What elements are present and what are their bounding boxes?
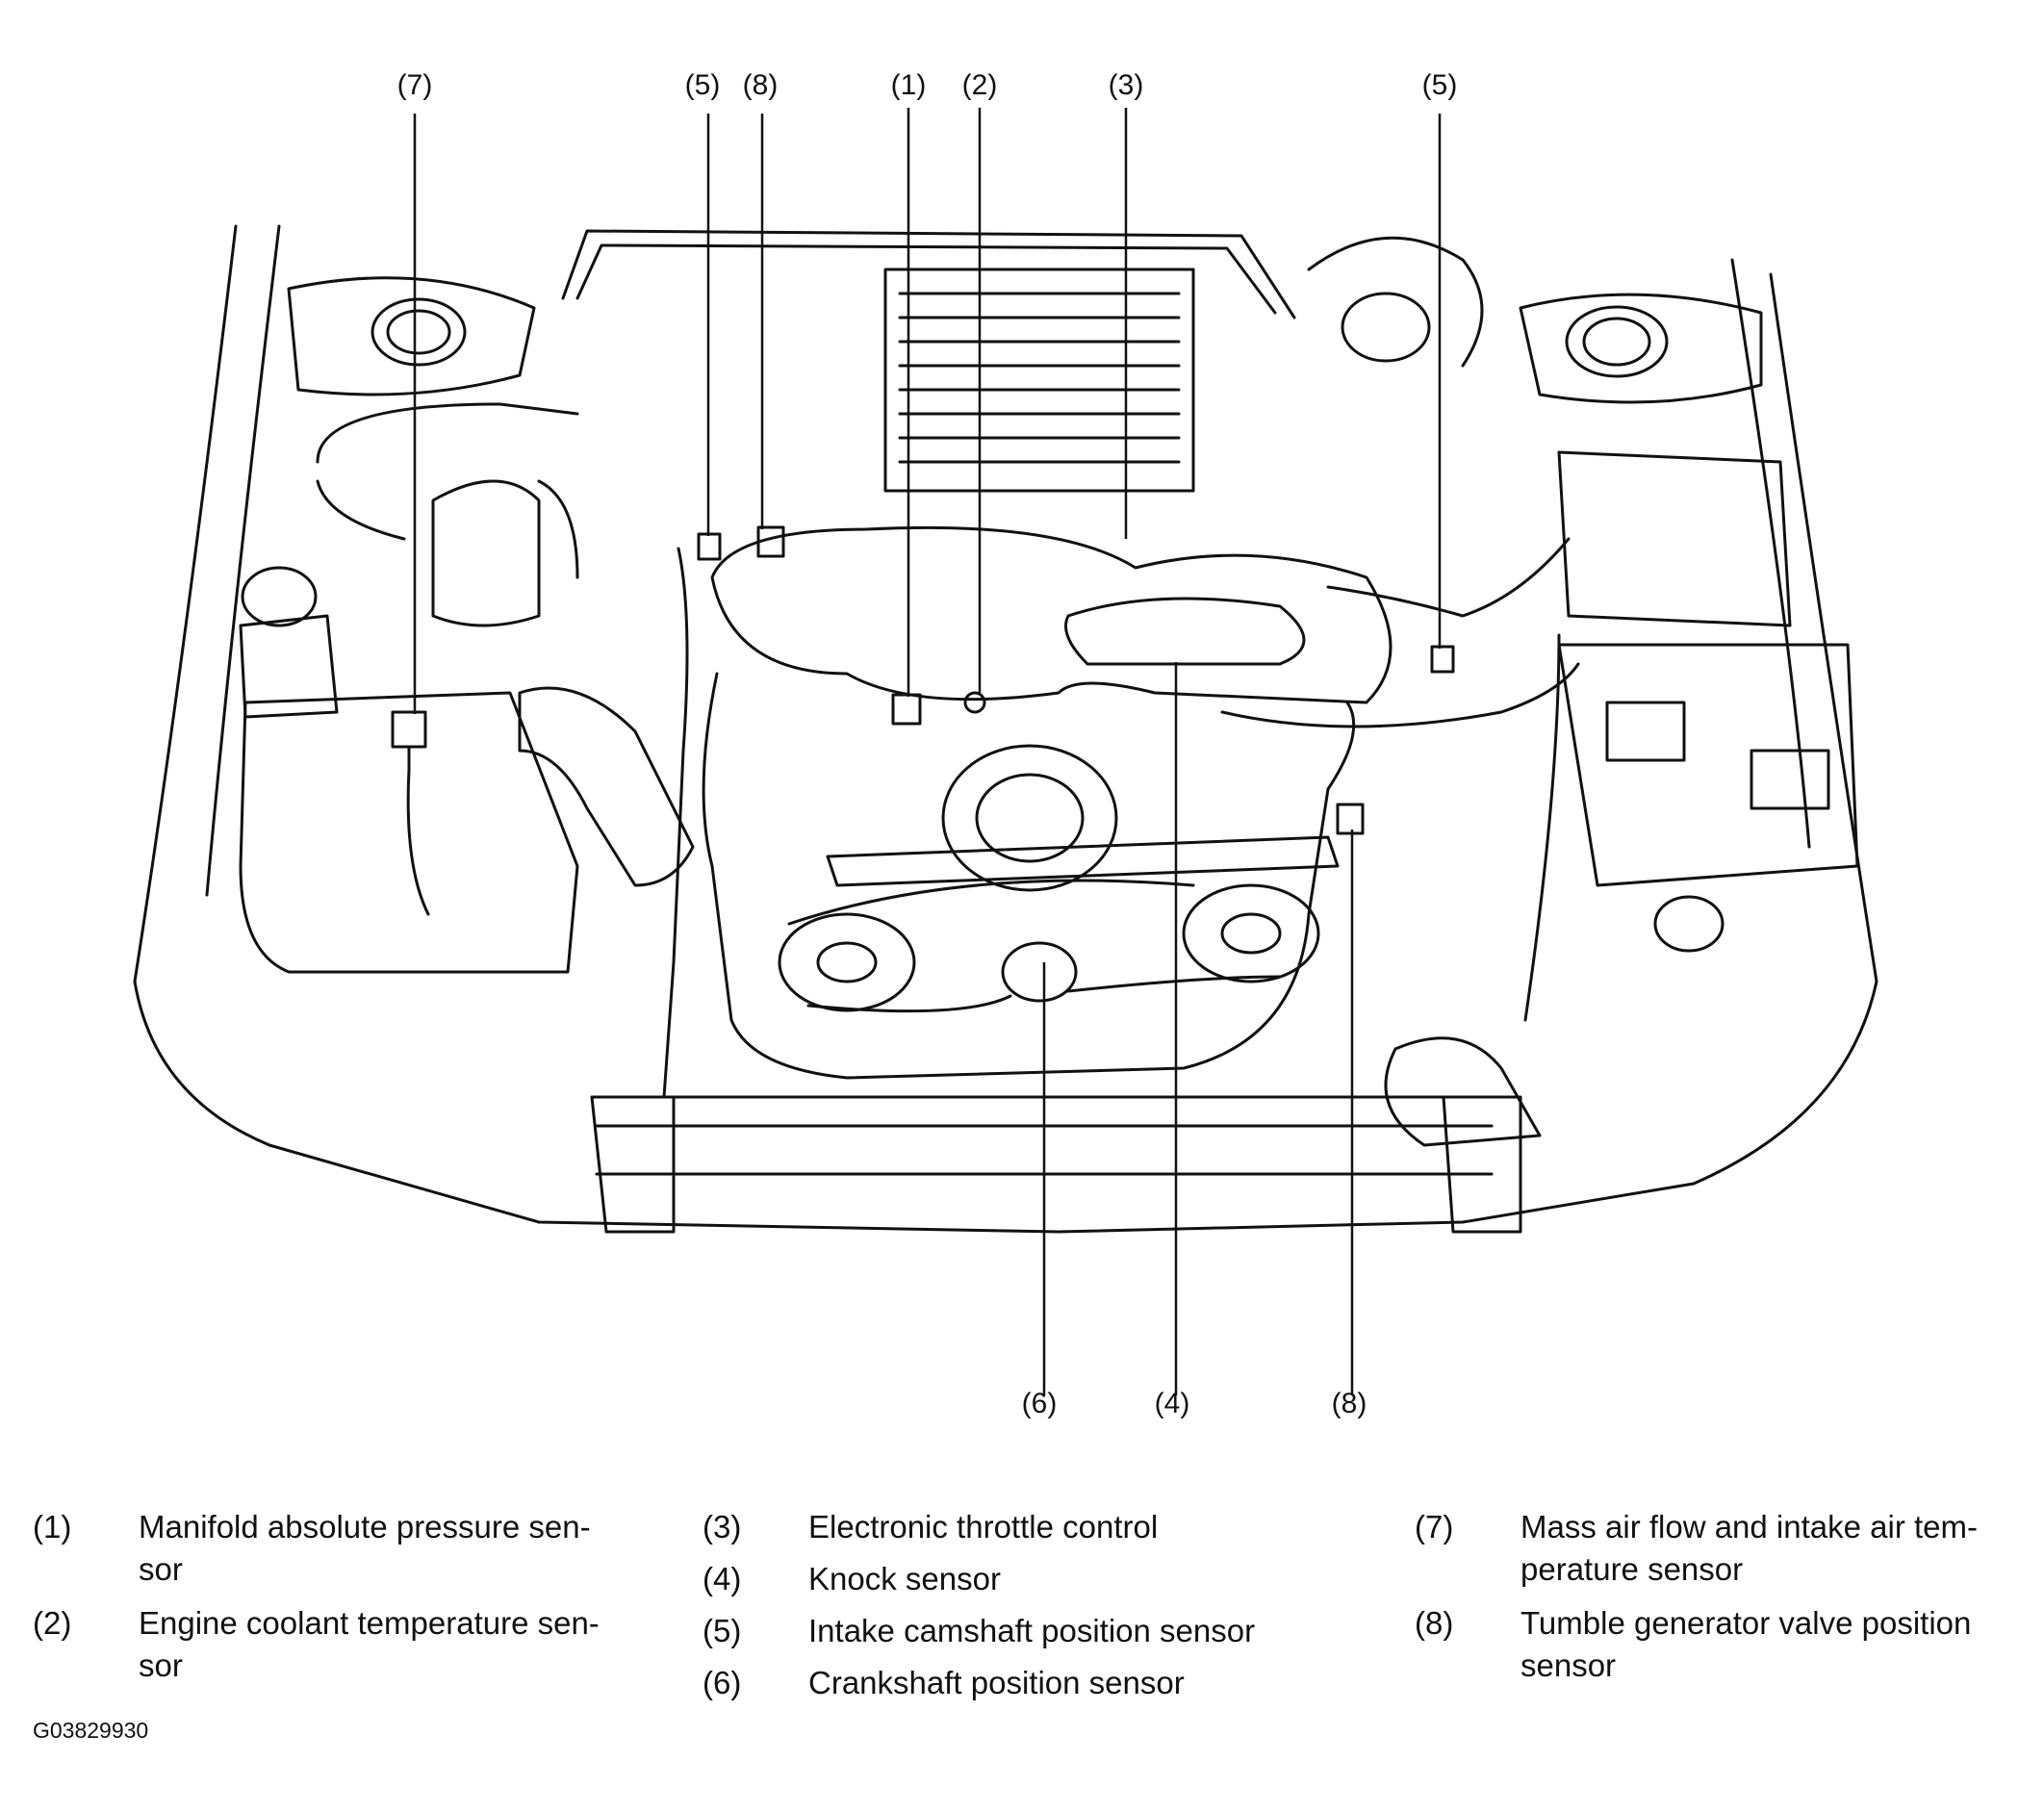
callout-6-bottom: (6) — [1021, 1388, 1058, 1419]
wiring-harness — [1220, 662, 1580, 728]
legend-column-3: (7) Mass air flow and intake air tem- pe… — [1415, 1506, 2040, 1698]
legend-item-3: (3) Electronic throttle control — [703, 1506, 1357, 1548]
battery-left-area — [239, 614, 339, 719]
crank-pulley — [1001, 941, 1078, 1003]
engine-block — [702, 672, 1356, 1080]
left-long-hose — [662, 547, 689, 1099]
power-steering-cap — [1653, 895, 1725, 953]
callout-8-bottom: (8) — [1331, 1388, 1367, 1419]
legend-text: Crankshaft position sensor — [808, 1665, 1185, 1700]
legend-text: Knock sensor — [808, 1561, 1001, 1596]
legend-item-2: (2) Engine coolant temperature sen- sor — [33, 1602, 649, 1687]
figure-id: G03829930 — [33, 1718, 149, 1743]
left-strut-cap — [370, 297, 467, 367]
left-hoses — [316, 402, 579, 579]
legend-item-5: (5) Intake camshaft position sensor — [703, 1610, 1357, 1652]
callout-7-top: (7) — [396, 69, 433, 101]
idler-pulley-left — [778, 912, 916, 1012]
intake-manifold — [710, 525, 1392, 704]
relay-box — [1557, 450, 1792, 627]
right-lower-bracket — [1384, 1036, 1542, 1147]
front-bracket — [826, 835, 1340, 887]
maf-sensor — [391, 710, 427, 749]
air-intake-duct — [518, 686, 695, 887]
right-support-post — [1442, 1095, 1522, 1234]
body-outline — [133, 224, 1878, 1234]
legend-item-8: (8) Tumble generator valve position sens… — [1415, 1602, 2040, 1687]
legend-number: (7) — [1415, 1509, 1454, 1545]
body-outline-left — [205, 224, 281, 897]
legend-number: (2) — [33, 1605, 72, 1641]
air-tank — [431, 479, 541, 627]
legend-number: (5) — [703, 1613, 742, 1648]
right-strut-cap — [1565, 305, 1669, 378]
intercooler — [883, 268, 1195, 493]
left-support-post — [590, 1095, 676, 1234]
legend-item-6: (6) Crankshaft position sensor — [703, 1662, 1357, 1704]
legend-number: (3) — [703, 1509, 742, 1545]
legend-column-1: (1) Manifold absolute pressure sen- sor … — [33, 1506, 649, 1698]
legend-text: Engine coolant temperature sen- sor — [139, 1605, 600, 1683]
idler-pulley-right — [1182, 883, 1320, 983]
legend-item-1: (1) Manifold absolute pressure sen- sor — [33, 1506, 649, 1591]
callout-4-bottom: (4) — [1154, 1388, 1190, 1419]
callout-2-top: (2) — [961, 69, 998, 101]
coolant-sensor — [963, 691, 986, 714]
cowl — [561, 229, 1296, 319]
right-strut-tower — [1519, 293, 1763, 404]
tgv-sensor-left — [756, 525, 785, 558]
battery — [1557, 643, 1859, 887]
tgv-sensor-right — [1336, 803, 1365, 835]
callout-8-top: (8) — [742, 69, 779, 101]
legend-number: (4) — [703, 1561, 742, 1596]
legend-number: (8) — [1415, 1605, 1454, 1641]
body-outline-right — [1730, 258, 1811, 849]
callout-3-top: (3) — [1108, 69, 1144, 101]
callout-1-top: (1) — [890, 69, 927, 101]
maf-wire — [406, 745, 430, 916]
legend-text: Manifold absolute pressure sen- sor — [139, 1509, 591, 1587]
brake-reservoir — [1341, 292, 1431, 363]
washer-cap-left — [241, 566, 318, 627]
legend-column-2: (3) Electronic throttle control (4) Knoc… — [703, 1506, 1357, 1716]
legend-item-4: (4) Knock sensor — [703, 1558, 1357, 1600]
engine-bay-illustration — [133, 108, 1878, 1395]
left-strut-tower — [287, 276, 536, 396]
cam-sensor-right — [1430, 645, 1455, 674]
legend-item-7: (7) Mass air flow and intake air tem- pe… — [1415, 1506, 2040, 1591]
drive-belt — [787, 879, 1282, 1013]
air-filter-box — [239, 691, 579, 974]
cam-sensor-left — [697, 532, 722, 561]
map-sensor — [891, 693, 922, 726]
callout-5-top-left: (5) — [684, 69, 721, 101]
brake-booster — [1307, 236, 1484, 368]
callout-5-top-right: (5) — [1421, 69, 1458, 101]
legend-text: Electronic throttle control — [808, 1509, 1159, 1545]
alternator — [941, 744, 1118, 892]
legend-number: (6) — [703, 1665, 742, 1700]
throttle-body — [1064, 597, 1306, 666]
legend-text: Intake camshaft position sensor — [808, 1613, 1256, 1648]
legend-text: Mass air flow and intake air tem- peratu… — [1520, 1509, 1979, 1587]
leader-lines — [413, 108, 1442, 1395]
intercooler-fins — [898, 292, 1181, 464]
legend-text: Tumble generator valve position sensor — [1520, 1605, 1972, 1683]
legend-number: (1) — [33, 1509, 72, 1545]
right-long-hose — [1523, 633, 1561, 1022]
